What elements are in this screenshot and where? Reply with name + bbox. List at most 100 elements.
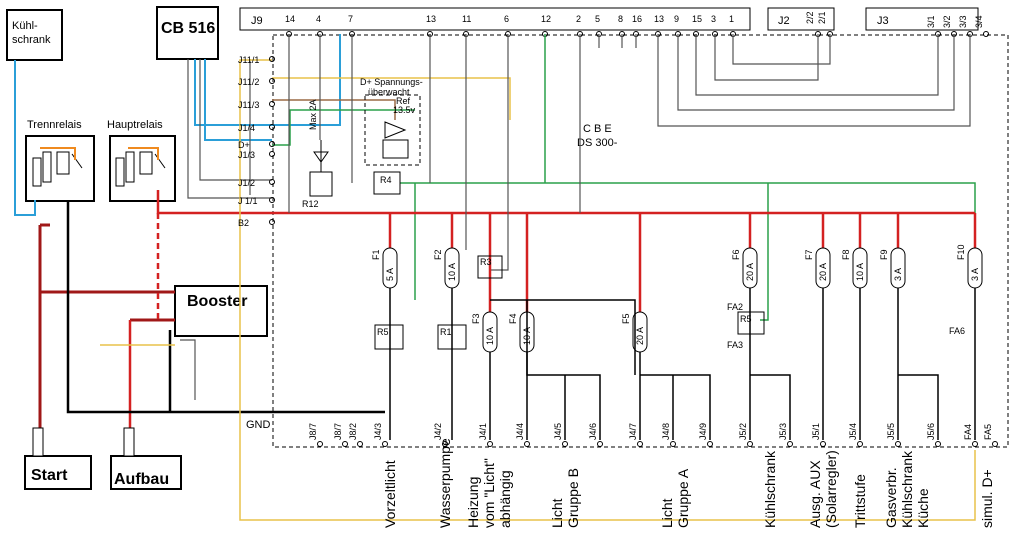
fuse-name: F4 [508,313,518,324]
start-label: Start [31,467,68,484]
booster-label: Booster [187,293,247,310]
trennrelais-box [25,135,95,202]
output-label: Wasserpumpe [437,438,453,528]
output-label: Gruppe A [675,468,691,528]
relay-r4-label: R4 [380,175,392,185]
fuse-rating: 5 A [385,268,395,281]
bottom-pin-label: J4/3 [373,423,383,440]
output-label: Heizung [465,477,481,528]
fuse-rating: 20 A [635,327,645,345]
bottom-pin-dot [707,441,713,447]
fuse-rating: 10 A [855,263,865,281]
fuse-name: F8 [841,249,851,260]
bottom-pin-label: J4/7 [628,423,638,440]
bottom-pin-dot [357,441,363,447]
bottom-pin-dot [972,441,978,447]
bottom-pin-label: J5/4 [848,423,858,440]
j9-label: J9 [251,15,263,27]
kuehlschrank-label-2: schrank [12,34,51,46]
side-pin-dot [269,124,275,130]
relay-r12-label: R12 [302,199,319,209]
j3-pin-dot [983,31,989,37]
j9-pin-15: 15 [692,14,702,24]
bottom-pin-label: J5/3 [778,423,788,440]
hauptrelais-label: Hauptrelais [107,119,163,131]
j3-label: J3 [877,15,889,27]
side-pin-dot [269,56,275,62]
output-label: Ausg. AUX [807,460,823,528]
fa6-label: FA6 [949,326,965,336]
bottom-pin-dot [342,441,348,447]
j2-pin: 2/2 [805,11,815,24]
cb516-label: CB 516 [161,20,215,37]
ref-label-2: 13.5v [393,105,416,115]
output-label: abhängig [497,470,513,528]
relay-r4 [373,171,401,195]
j3-pin: 3/2 [942,15,952,28]
fa2-label: FA2 [727,302,743,312]
j9-pin-1: 1 [729,14,734,24]
kuehlschrank-box [6,9,63,61]
j9-pin-8: 8 [618,14,623,24]
j3-connector [865,7,979,31]
booster-box [174,285,268,337]
cbe-ds300-box [272,34,1009,448]
trennrelais-label: Trennrelais [27,119,82,131]
j9-pin-16: 16 [632,14,642,24]
fuse-name: F7 [804,249,814,260]
j9-pin-13: 13 [654,14,664,24]
relay-r5b-label: R5 [740,314,752,324]
cbe-label-2: DS 300- [577,137,618,149]
relay-coils [32,151,166,187]
fuse-name: F10 [956,244,966,260]
fuse-rating: 20 A [745,263,755,281]
j3-pin: 3/4 [974,15,984,28]
output-label: vom "Licht" [481,458,497,528]
fuse-name: F5 [621,313,631,324]
j9-pin-5: 5 [595,14,600,24]
output-label: (Solarregler) [823,450,839,528]
fuse-name: F2 [433,249,443,260]
j9-pin-3: 3 [711,14,716,24]
relay-r5b [737,311,765,335]
j9-pin-7: 7 [348,14,353,24]
cbe-label-1: C B E [583,123,612,135]
dplus-note-1: D+ Spannungs- [360,77,423,87]
fuse-rating: 10 A [485,327,495,345]
side-label: B2 [238,218,249,228]
fuse-name: F6 [731,249,741,260]
bottom-pin-label: J5/1 [811,423,821,440]
relay-r5 [374,324,404,350]
bottom-pin-label: J4/6 [588,423,598,440]
fuse-rating: 3 A [893,268,903,281]
relay-r3-label: R3 [480,257,492,267]
bottom-pin-dot [992,441,998,447]
j9-pin-12: 12 [541,14,551,24]
bottom-pin-label: J8/2 [348,423,358,440]
bottom-pin-dot [597,441,603,447]
j9-pin-14: 14 [285,14,295,24]
output-label: Kühlschrank [899,450,915,528]
side-label: J 1/1 [238,196,258,206]
side-label: J11/2 [238,77,259,87]
j9-loop-lines [598,34,971,127]
bottom-pin-dot [562,441,568,447]
bottom-pin-label: J5/6 [926,423,936,440]
fuse-rating: 10 A [447,263,457,281]
bottom-pin-dot [524,441,530,447]
side-pin-dot [269,219,275,225]
start-box [24,455,92,490]
output-label: Licht [659,498,675,528]
bottom-pin-label: J4/4 [515,423,525,440]
j9-pin-13: 13 [426,14,436,24]
gnd-label: GND [246,419,271,431]
bottom-pin-dot [895,441,901,447]
bottom-pin-dot [487,441,493,447]
bottom-pin-dot [442,441,448,447]
j2-pin: 2/1 [817,11,827,24]
side-label: J1/2 [238,178,255,188]
